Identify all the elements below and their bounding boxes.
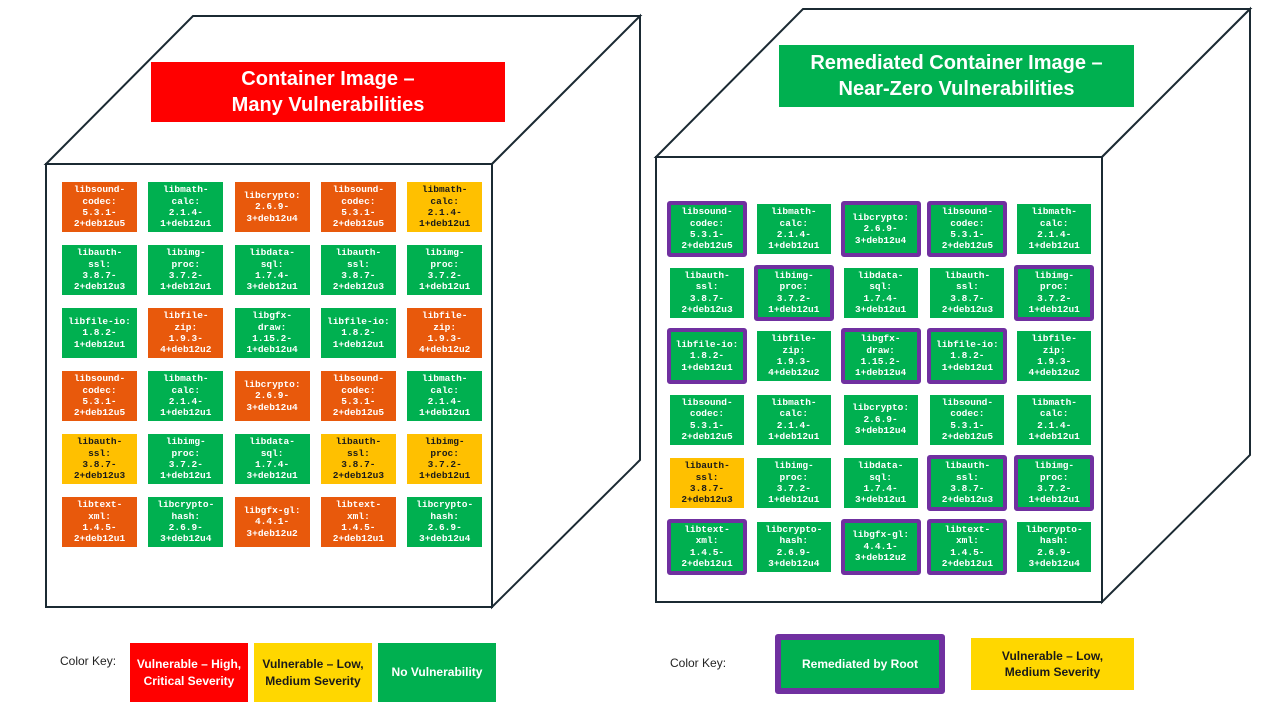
package-tile: libdata- sql: 1.7.4- 3+deb12u1	[234, 434, 310, 484]
package-tile: libmath- calc: 2.1.4- 1+deb12u1	[756, 394, 831, 445]
package-tile: libsound- codec: 5.3.1- 2+deb12u5	[670, 394, 744, 445]
right-panel-title-text: Remediated Container Image – Near-Zero V…	[810, 52, 1103, 100]
package-tile: libgfx-gl: 4.4.1- 3+deb12u2	[234, 497, 310, 547]
package-tile: libtext- xml: 1.4.5- 2+deb12u1	[62, 497, 137, 547]
package-tile: libimg- proc: 3.7.2- 1+deb12u1	[407, 245, 483, 295]
package-tile: libdata- sql: 1.7.4- 3+deb12u1	[843, 458, 918, 508]
package-tile: libimg- proc: 3.7.2- 1+deb12u1	[407, 434, 483, 484]
left-key-no-vulnerability: No Vulnerability	[378, 643, 496, 702]
package-tile: libmath- calc: 2.1.4- 1+deb12u1	[756, 204, 831, 254]
package-tile: libcrypto: 2.6.9- 3+deb12u4	[234, 182, 310, 232]
package-tile: libfile-io: 1.8.2- 1+deb12u1	[62, 308, 137, 358]
package-tile: libsound- codec: 5.3.1- 2+deb12u5	[320, 371, 396, 421]
package-tile: libimg- proc: 3.7.2- 1+deb12u1	[148, 434, 224, 484]
package-tile: libmath- calc: 2.1.4- 1+deb12u1	[407, 371, 483, 421]
package-tile: libdata- sql: 1.7.4- 3+deb12u1	[843, 267, 918, 318]
right-key-low-severity: Vulnerable – Low, Medium Severity	[971, 638, 1134, 690]
package-tile: libcrypto- hash: 2.6.9- 3+deb12u4	[756, 521, 831, 572]
package-tile: libsound- codec: 5.3.1- 2+deb12u5	[62, 371, 137, 421]
right-key-remediated-text: Remediated by Root	[801, 656, 918, 671]
package-tile: libimg- proc: 3.7.2- 1+deb12u1	[1014, 455, 1095, 511]
right-panel-title: Remediated Container Image – Near-Zero V…	[779, 45, 1134, 107]
package-tile: libmath- calc: 2.1.4- 1+deb12u1	[1017, 394, 1092, 445]
package-tile: libsound- codec: 5.3.1- 2+deb12u5	[62, 182, 137, 232]
package-tile: libauth- ssl: 3.8.7- 2+deb12u3	[62, 434, 137, 484]
right-key-remediated: Remediated by Root	[775, 634, 945, 694]
left-key-high-severity: Vulnerable – High, Critical Severity	[130, 643, 248, 702]
package-tile: libimg- proc: 3.7.2- 1+deb12u1	[753, 264, 834, 321]
package-tile: libfile-io: 1.8.2- 1+deb12u1	[927, 328, 1008, 384]
package-tile: libcrypto- hash: 2.6.9- 3+deb12u4	[407, 497, 483, 547]
package-tile: libtext- xml: 1.4.5- 2+deb12u1	[927, 518, 1008, 575]
package-tile: libauth- ssl: 3.8.7- 2+deb12u3	[670, 458, 744, 508]
package-tile: libdata- sql: 1.7.4- 3+deb12u1	[234, 245, 310, 295]
package-tile: libimg- proc: 3.7.2- 1+deb12u1	[1014, 264, 1095, 321]
package-tile: libfile- zip: 1.9.3- 4+deb12u2	[756, 331, 831, 381]
package-tile: libtext- xml: 1.4.5- 2+deb12u1	[320, 497, 396, 547]
package-tile: libgfx-gl: 4.4.1- 3+deb12u2	[840, 518, 921, 575]
package-tile: libfile-io: 1.8.2- 1+deb12u1	[667, 328, 747, 384]
package-tile: libfile- zip: 1.9.3- 4+deb12u2	[148, 308, 224, 358]
package-tile: libmath- calc: 2.1.4- 1+deb12u1	[148, 182, 224, 232]
package-tile: libfile- zip: 1.9.3- 4+deb12u2	[407, 308, 483, 358]
package-tile: libcrypto: 2.6.9- 3+deb12u4	[234, 371, 310, 421]
package-tile: libfile-io: 1.8.2- 1+deb12u1	[320, 308, 396, 358]
package-tile: libauth- ssl: 3.8.7- 2+deb12u3	[930, 267, 1005, 318]
package-tile: libfile- zip: 1.9.3- 4+deb12u2	[1017, 331, 1092, 381]
left-key-high-severity-text: Vulnerable – High, Critical Severity	[136, 657, 242, 688]
package-tile: libauth- ssl: 3.8.7- 2+deb12u3	[670, 267, 744, 318]
package-tile: libgfx- draw: 1.15.2- 1+deb12u4	[234, 308, 310, 358]
package-tile: libimg- proc: 3.7.2- 1+deb12u1	[148, 245, 224, 295]
package-tile: libmath- calc: 2.1.4- 1+deb12u1	[148, 371, 224, 421]
package-tile: libimg- proc: 3.7.2- 1+deb12u1	[756, 458, 831, 508]
package-tile: libsound- codec: 5.3.1- 2+deb12u5	[320, 182, 396, 232]
package-tile: libcrypto: 2.6.9- 3+deb12u4	[843, 394, 918, 445]
left-key-no-vulnerability-text: No Vulnerability	[391, 665, 483, 680]
package-tile: libauth- ssl: 3.8.7- 2+deb12u3	[320, 434, 396, 484]
left-key-low-severity-text: Vulnerable – Low, Medium Severity	[262, 657, 364, 688]
right-color-key-label: Color Key:	[670, 656, 727, 670]
package-tile: libgfx- draw: 1.15.2- 1+deb12u4	[840, 328, 921, 384]
package-tile: libauth- ssl: 3.8.7- 2+deb12u3	[320, 245, 396, 295]
package-tile: libcrypto- hash: 2.6.9- 3+deb12u4	[1017, 521, 1092, 572]
package-tile: libmath- calc: 2.1.4- 1+deb12u1	[407, 182, 483, 232]
right-key-low-severity-text: Vulnerable – Low, Medium Severity	[1001, 648, 1104, 679]
package-tile: libsound- codec: 5.3.1- 2+deb12u5	[927, 201, 1008, 257]
package-tile: libauth- ssl: 3.8.7- 2+deb12u3	[927, 455, 1008, 511]
package-tile: libcrypto: 2.6.9- 3+deb12u4	[840, 201, 921, 257]
package-tile: libcrypto- hash: 2.6.9- 3+deb12u4	[148, 497, 224, 547]
package-tile: libmath- calc: 2.1.4- 1+deb12u1	[1017, 204, 1092, 254]
left-panel-title-text: Container Image – Many Vulnerabilities	[231, 68, 425, 116]
package-tile: libsound- codec: 5.3.1- 2+deb12u5	[667, 201, 747, 257]
package-tile: libsound- codec: 5.3.1- 2+deb12u5	[930, 394, 1005, 445]
left-color-key-label: Color Key:	[60, 654, 117, 668]
package-tile: libtext- xml: 1.4.5- 2+deb12u1	[667, 518, 747, 575]
left-key-low-severity: Vulnerable – Low, Medium Severity	[254, 643, 372, 702]
package-tile: libauth- ssl: 3.8.7- 2+deb12u3	[62, 245, 137, 295]
left-panel-title: Container Image – Many Vulnerabilities	[151, 62, 505, 122]
